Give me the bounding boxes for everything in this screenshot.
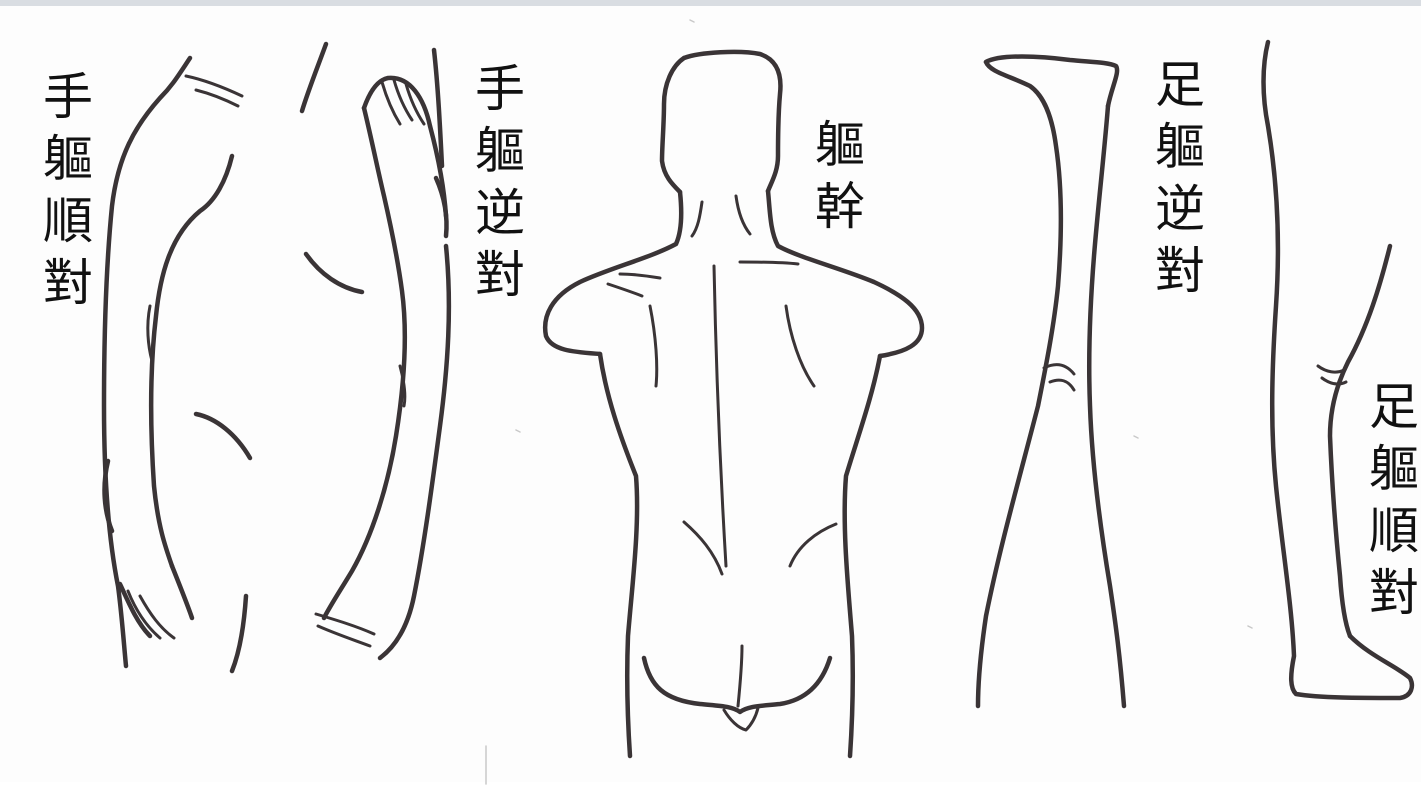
paper-specks [485, 19, 1253, 785]
label-hand-forward: 手軀順對 [43, 68, 93, 312]
label-foot-reverse: 足軀逆對 [1155, 56, 1205, 300]
figure-trunk [542, 49, 925, 759]
label-foot-forward: 足軀順對 [1369, 378, 1419, 622]
figure-foot-forward [1261, 39, 1415, 701]
body-figures [101, 19, 1415, 785]
label-hand-reverse: 手軀逆對 [475, 60, 525, 304]
figure-hand-forward [101, 55, 253, 674]
figure-foot-reverse [975, 54, 1127, 709]
label-trunk: 軀幹 [815, 116, 865, 236]
figure-hand-reverse [299, 41, 452, 661]
